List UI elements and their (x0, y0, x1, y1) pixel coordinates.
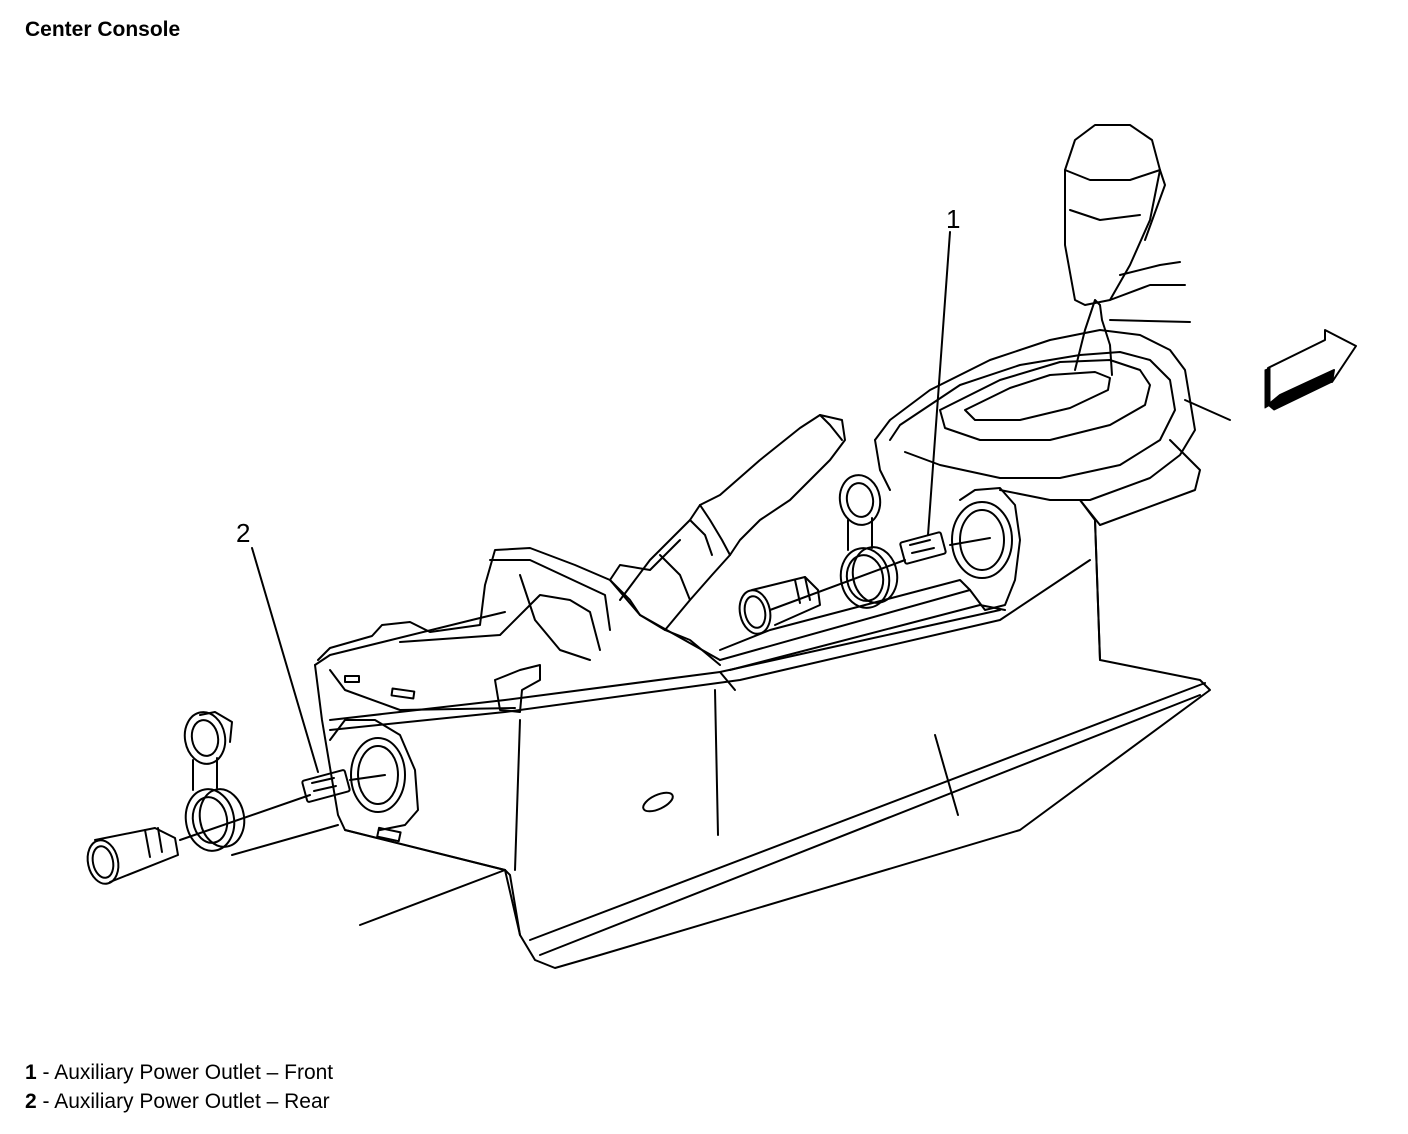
legend-separator: - (36, 1090, 55, 1113)
front-outlet-socket (720, 488, 1020, 670)
console-body (232, 500, 1210, 968)
legend-number: 1 (25, 1061, 37, 1084)
rear-tray (318, 540, 720, 712)
callout-2: 2 (236, 518, 250, 548)
legend: 1 - Auxiliary Power Outlet – Front 2 - A… (25, 1058, 333, 1116)
callout-1: 1 (946, 204, 960, 234)
parking-brake-handle (620, 415, 845, 665)
shifter-area (875, 125, 1230, 525)
legend-number: 2 (25, 1090, 37, 1113)
rear-outlet-socket (180, 720, 418, 840)
direction-arrow-icon (1265, 330, 1356, 410)
legend-item: 2 - Auxiliary Power Outlet – Rear (25, 1087, 333, 1116)
page-title: Center Console (25, 18, 181, 41)
legend-text: Auxiliary Power Outlet – Front (54, 1061, 334, 1084)
rear-outlet-parts (84, 709, 249, 887)
legend-item: 1 - Auxiliary Power Outlet – Front (25, 1058, 333, 1087)
legend-text: Auxiliary Power Outlet – Rear (54, 1090, 330, 1113)
legend-separator: - (36, 1061, 55, 1084)
callout-2-leader (252, 548, 318, 772)
front-outlet-parts (736, 472, 990, 637)
callout-1-leader (928, 232, 950, 535)
